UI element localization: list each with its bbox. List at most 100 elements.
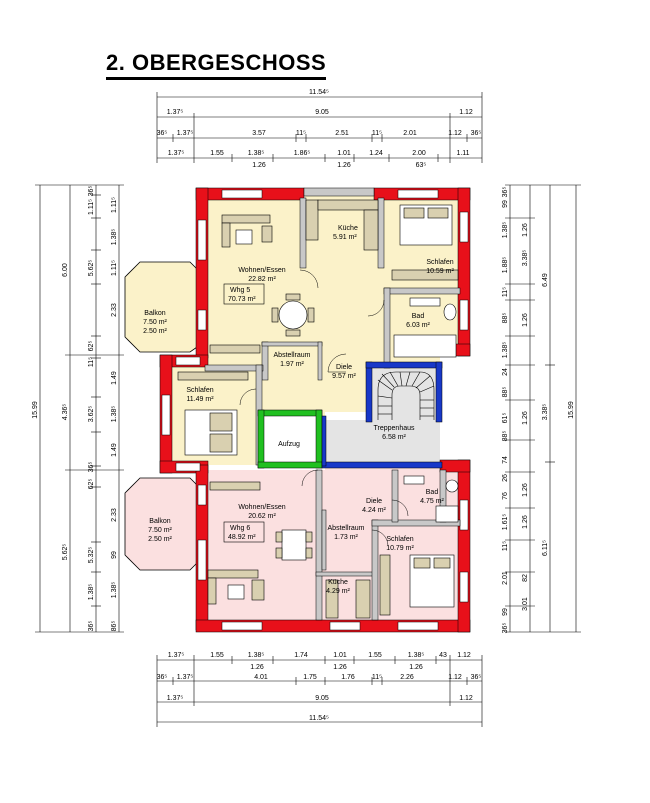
dim-top-r3-7: 1.12 (448, 130, 462, 137)
wardrobe (177, 371, 249, 381)
room-treppe-area: 6.58 m² (382, 434, 406, 441)
dim-right-b2: 1.26 (522, 313, 529, 327)
bathtub (393, 334, 457, 358)
dim-bot-r1-0: 1.37⁵ (168, 652, 185, 659)
unit-5-name: Whg 5 (230, 287, 250, 294)
dim-right-a5: 88⁵ (502, 313, 509, 324)
dim-right-a8: 88⁵ (502, 387, 509, 398)
dim-left-b7: 1.38⁵ (111, 582, 118, 599)
room-kueche5-area: 5.91 m² (333, 234, 357, 241)
dim-top-r3-3: 11⁵ (296, 130, 306, 137)
balcony-6-area2: 2.50 m² (148, 536, 172, 543)
dim-left-total: 15.99 (32, 401, 39, 419)
dim-top-r4-6: 2.00 (412, 150, 426, 157)
room-diele6-name: Diele (366, 498, 382, 505)
dim-bot-r1b-2: 1.26 (409, 664, 423, 671)
unit-5-area: 70.73 m² (228, 296, 256, 303)
room-schlafen6-area: 10.79 m² (386, 545, 414, 552)
chair (275, 531, 283, 543)
dim-left-upper: 6.00 (62, 263, 69, 277)
dimension-labels-left: 15.99 6.00 4.36⁵ 5.62⁵ 36⁵ 1.11⁵ 5.62⁵ 2… (32, 186, 118, 632)
pillow (209, 412, 233, 432)
balcony-5-area2: 2.50 m² (143, 328, 167, 335)
wardrobe (391, 269, 459, 281)
dim-right-b0: 1.26 (522, 223, 529, 237)
room-wohnen6-area: 20.62 m² (248, 513, 276, 520)
balcony-5-area1: 7.50 m² (143, 319, 167, 326)
room-aufzug-name: Aufzug (278, 441, 300, 448)
staircase-floor (325, 420, 440, 462)
room-wohnen5-name: Wohnen/Essen (238, 267, 285, 274)
dim-right-a10: 88⁵ (502, 431, 509, 442)
dim-top-r4-7: 1.11 (456, 150, 469, 157)
washbasin (409, 297, 441, 307)
dim-right-a15: 76 (502, 492, 509, 500)
dim-right-upper: 6.49 (542, 273, 549, 287)
dim-right-mid: 3.38⁵ (542, 404, 549, 421)
dim-left-a9: 2.33 (111, 508, 118, 522)
dim-right-a3: 1.88⁵ (502, 257, 509, 274)
chair (307, 307, 315, 323)
dim-left-b4: 1.38⁵ (111, 406, 118, 423)
dim-left-a5: 11⁵ (88, 357, 95, 367)
dim-right-a20: 99 (502, 608, 509, 616)
dim-top-r4-5: 1.24 (369, 150, 383, 157)
dim-top-r3-1: 1.37⁵ (177, 130, 194, 137)
dim-right-a7: 24 (502, 368, 509, 376)
dim-bot-r2-0: 36⁵ (157, 674, 168, 681)
room-abst6-area: 1.73 m² (334, 534, 358, 541)
pillow (413, 557, 431, 569)
dimension-labels-top: 11.54⁵ 1.37⁵ 9.05 1.12 36⁵ 1.37⁵ 3.57 11… (157, 89, 482, 169)
dimensions-left (35, 184, 124, 633)
armchair (261, 225, 273, 243)
balcony-6-area1: 7.50 m² (148, 527, 172, 534)
chair (275, 547, 283, 559)
dim-top-r4-4: 1.01 (337, 150, 351, 157)
dim-top-r4b-0: 1.26 (252, 162, 266, 169)
pillow (433, 557, 451, 569)
dim-bot-r1-5: 1.55 (368, 652, 382, 659)
dimensions-top (156, 92, 483, 163)
dim-bot-r1-1: 1.55 (210, 652, 224, 659)
dim-left-b5: 1.49 (111, 443, 118, 457)
dim-right-b1: 3.38⁵ (522, 250, 529, 267)
kitchen-counter (363, 209, 379, 251)
dim-bot-r2-6: 2.26 (400, 674, 414, 681)
balcony-5 (124, 261, 201, 353)
dimensions-bottom (156, 655, 483, 727)
dim-right-b4: 1.26 (522, 483, 529, 497)
dim-left-a11: 1.38⁵ (88, 584, 95, 601)
dim-right-a6: 1.38⁵ (502, 342, 509, 359)
stairs (377, 371, 435, 420)
dim-top-r2-1: 9.05 (315, 109, 329, 116)
dim-right-lower: 6.11⁵ (542, 540, 549, 556)
page-title: 2. OBERGESCHOSS (106, 50, 327, 80)
dim-left-b0: 1.11⁵ (111, 197, 118, 213)
dimensions-right (505, 184, 581, 633)
dim-left-a1: 1.11⁵ (88, 199, 95, 215)
dim-right-a19: 2.01 (502, 571, 509, 585)
coffee-table (227, 584, 245, 600)
dim-left-a2: 5.62⁵ (88, 260, 95, 277)
toilet (443, 303, 457, 321)
pillow (427, 207, 449, 219)
dim-right-a2: 1.38⁵ (502, 222, 509, 239)
chair (285, 293, 301, 301)
dim-top-r2-2: 1.12 (459, 109, 473, 116)
chair (271, 307, 279, 323)
dim-right-b9: 3.01 (522, 597, 529, 611)
kitchen-counter (305, 199, 319, 241)
doors (239, 269, 409, 547)
room-schlafen6-name: Schlafen (386, 536, 413, 543)
elevator-floor (262, 412, 322, 467)
pillow (209, 433, 233, 453)
coffee-table (235, 229, 253, 245)
dim-right-a0: 36⁵ (502, 187, 509, 198)
dim-right-a12: 74 (502, 456, 509, 464)
room-wohnen6-name: Wohnen/Essen (238, 504, 285, 511)
room-abst5-name: Abstellraum (274, 352, 311, 359)
dim-bot-r2-4: 1.76 (341, 674, 355, 681)
furniture (177, 199, 459, 619)
dim-bot-r2-8: 36⁵ (471, 674, 482, 681)
shower (435, 505, 459, 523)
